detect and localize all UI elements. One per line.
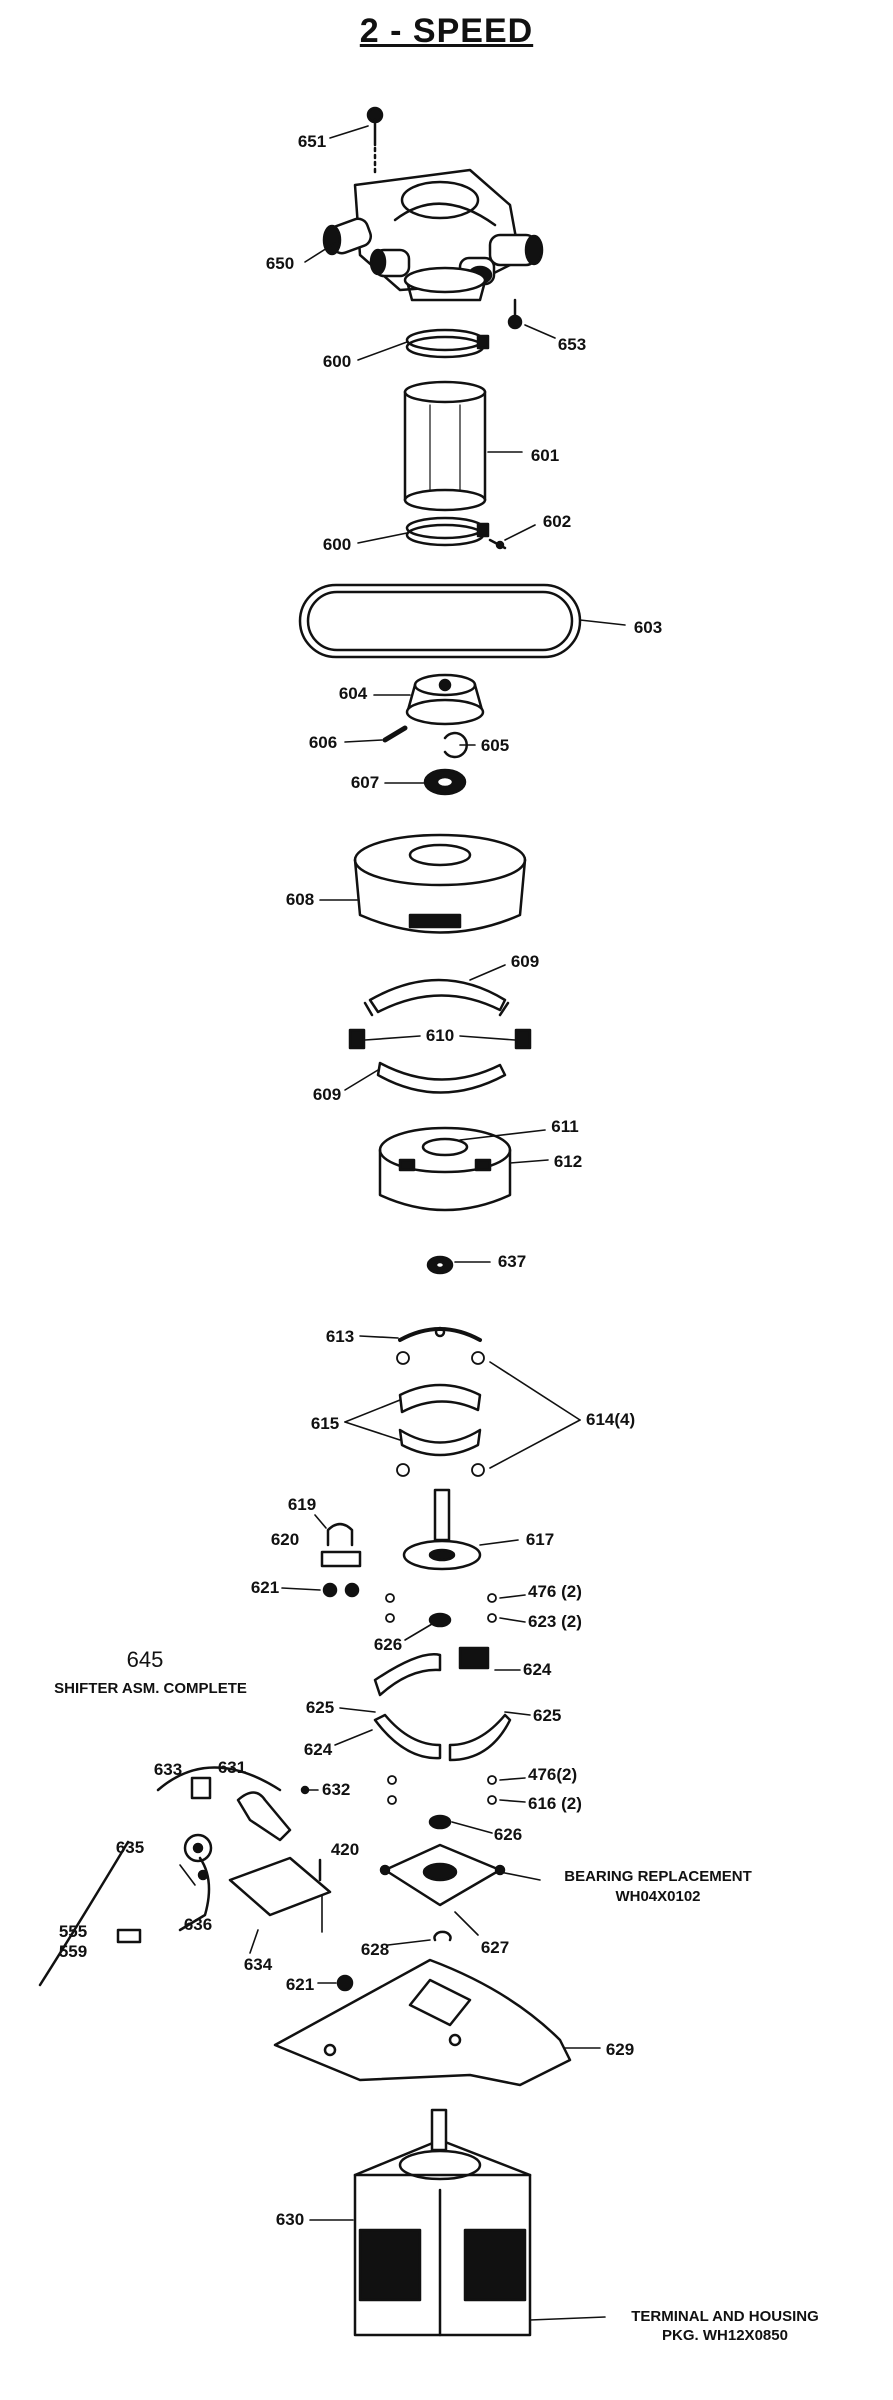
part-610-springs: [348, 1028, 532, 1050]
callout-476-upper: 476 (2): [528, 1582, 582, 1601]
callout-610: 610: [425, 1026, 455, 1045]
callout-633: 633: [153, 1760, 183, 1779]
part-601-hose: [403, 380, 487, 512]
callout-637: 637: [497, 1252, 527, 1271]
callout-555: 555: [58, 1922, 88, 1941]
callout-614: 614(4): [586, 1410, 636, 1429]
bearing-replacement-title: BEARING REPLACEMENT: [564, 1868, 752, 1885]
callout-635: 635: [115, 1838, 145, 1857]
callout-626-upper: 626: [373, 1635, 403, 1654]
callout-609-bottom: 609: [312, 1085, 342, 1104]
part-612-hub: [378, 1126, 512, 1212]
part-600-clamp-top: [405, 328, 490, 359]
callout-650: 650: [265, 254, 295, 273]
callout-628: 628: [360, 1940, 390, 1959]
callout-629: 629: [605, 2040, 635, 2059]
callout-606: 606: [308, 733, 338, 752]
shifter-assembly-note: SHIFTER ASM. COMPLETE: [54, 1680, 247, 1697]
terminal-housing-pkg: PKG. WH12X0850: [662, 2327, 788, 2344]
callout-636: 636: [183, 1915, 213, 1934]
part-621-ball-lower: [336, 1974, 354, 1992]
part-617-spline: [402, 1488, 482, 1571]
callout-476-lower: 476(2): [528, 1765, 578, 1784]
page-title: 2 - SPEED: [359, 12, 534, 50]
part-627-bearing-plate: [379, 1843, 506, 1907]
part-626-nut-upper: [428, 1612, 452, 1628]
callout-602: 602: [542, 512, 572, 531]
part-630-motor: [353, 2108, 532, 2337]
callout-600-top: 600: [322, 352, 352, 371]
callout-613: 613: [325, 1327, 355, 1346]
callout-619: 619: [287, 1495, 317, 1514]
part-621-balls: [322, 1582, 360, 1598]
part-607-bearing: [423, 768, 467, 796]
part-615-pads: [398, 1383, 482, 1457]
callout-605: 605: [480, 736, 510, 755]
part-shifter-assembly: [38, 1766, 332, 1987]
part-602-screw: [488, 538, 507, 550]
part-604-pulley: [405, 673, 485, 726]
callout-645: 645: [126, 1647, 164, 1672]
callout-626-lower: 626: [493, 1825, 523, 1844]
part-609-shoe-bottom: [376, 1061, 507, 1094]
callout-600-bottom: 600: [322, 535, 352, 554]
part-606-key: [382, 725, 408, 743]
part-603-belt: [298, 583, 582, 659]
callout-617: 617: [525, 1530, 555, 1549]
callout-612: 612: [553, 1152, 583, 1171]
bearing-replacement-pkg: WH04X0102: [615, 1888, 701, 1905]
callout-621-lower: 621: [285, 1975, 315, 1994]
callout-632: 632: [322, 1780, 351, 1799]
part-613-clip: [398, 1326, 482, 1342]
callout-611: 611: [551, 1117, 579, 1136]
part-637-nut: [426, 1255, 454, 1275]
leader-lines: [179, 125, 626, 2321]
callout-607: 607: [350, 773, 380, 792]
callout-631: 631: [217, 1758, 247, 1777]
callout-630: 630: [275, 2210, 305, 2229]
part-653-screw: [507, 298, 523, 330]
callout-651: 651: [297, 132, 327, 151]
part-476-616-washers: [387, 1775, 497, 1805]
callout-420: 420: [330, 1840, 360, 1859]
part-626-nut-lower: [428, 1814, 452, 1830]
callout-624-right: 624: [523, 1660, 552, 1679]
callout-559: 559: [58, 1942, 88, 1961]
part-628-ring: [433, 1930, 452, 1942]
callout-616: 616 (2): [528, 1794, 582, 1813]
part-629-plate: [273, 1958, 572, 2087]
callout-634: 634: [243, 1955, 273, 1974]
part-608-drum: [353, 833, 527, 934]
callout-615: 615: [310, 1414, 340, 1433]
callout-620: 620: [270, 1530, 300, 1549]
part-600-clamp-bottom: [405, 516, 490, 547]
part-650-pump: [322, 168, 544, 302]
callout-601: 601: [530, 446, 560, 465]
callout-608: 608: [285, 890, 315, 909]
part-651-screw: [366, 106, 384, 177]
part-624-625-shoes: [373, 1646, 512, 1762]
callout-621-upper: 621: [250, 1578, 280, 1597]
terminal-housing-title: TERMINAL AND HOUSING: [631, 2308, 819, 2325]
callout-624-left: 624: [303, 1740, 333, 1759]
part-614-washers: [396, 1351, 485, 1477]
callout-653: 653: [557, 335, 587, 354]
callout-609-top: 609: [510, 952, 540, 971]
part-609-shoe-top: [363, 978, 510, 1017]
callout-627: 627: [480, 1938, 510, 1957]
part-620-plate: [320, 1550, 362, 1568]
part-476-623-washers: [385, 1593, 497, 1623]
callout-604: 604: [338, 684, 368, 703]
callout-625-left: 625: [305, 1698, 335, 1717]
callout-603: 603: [633, 618, 663, 637]
callout-623: 623 (2): [528, 1612, 582, 1631]
part-619-ubolt: [326, 1522, 354, 1547]
callout-625-right: 625: [533, 1706, 562, 1725]
